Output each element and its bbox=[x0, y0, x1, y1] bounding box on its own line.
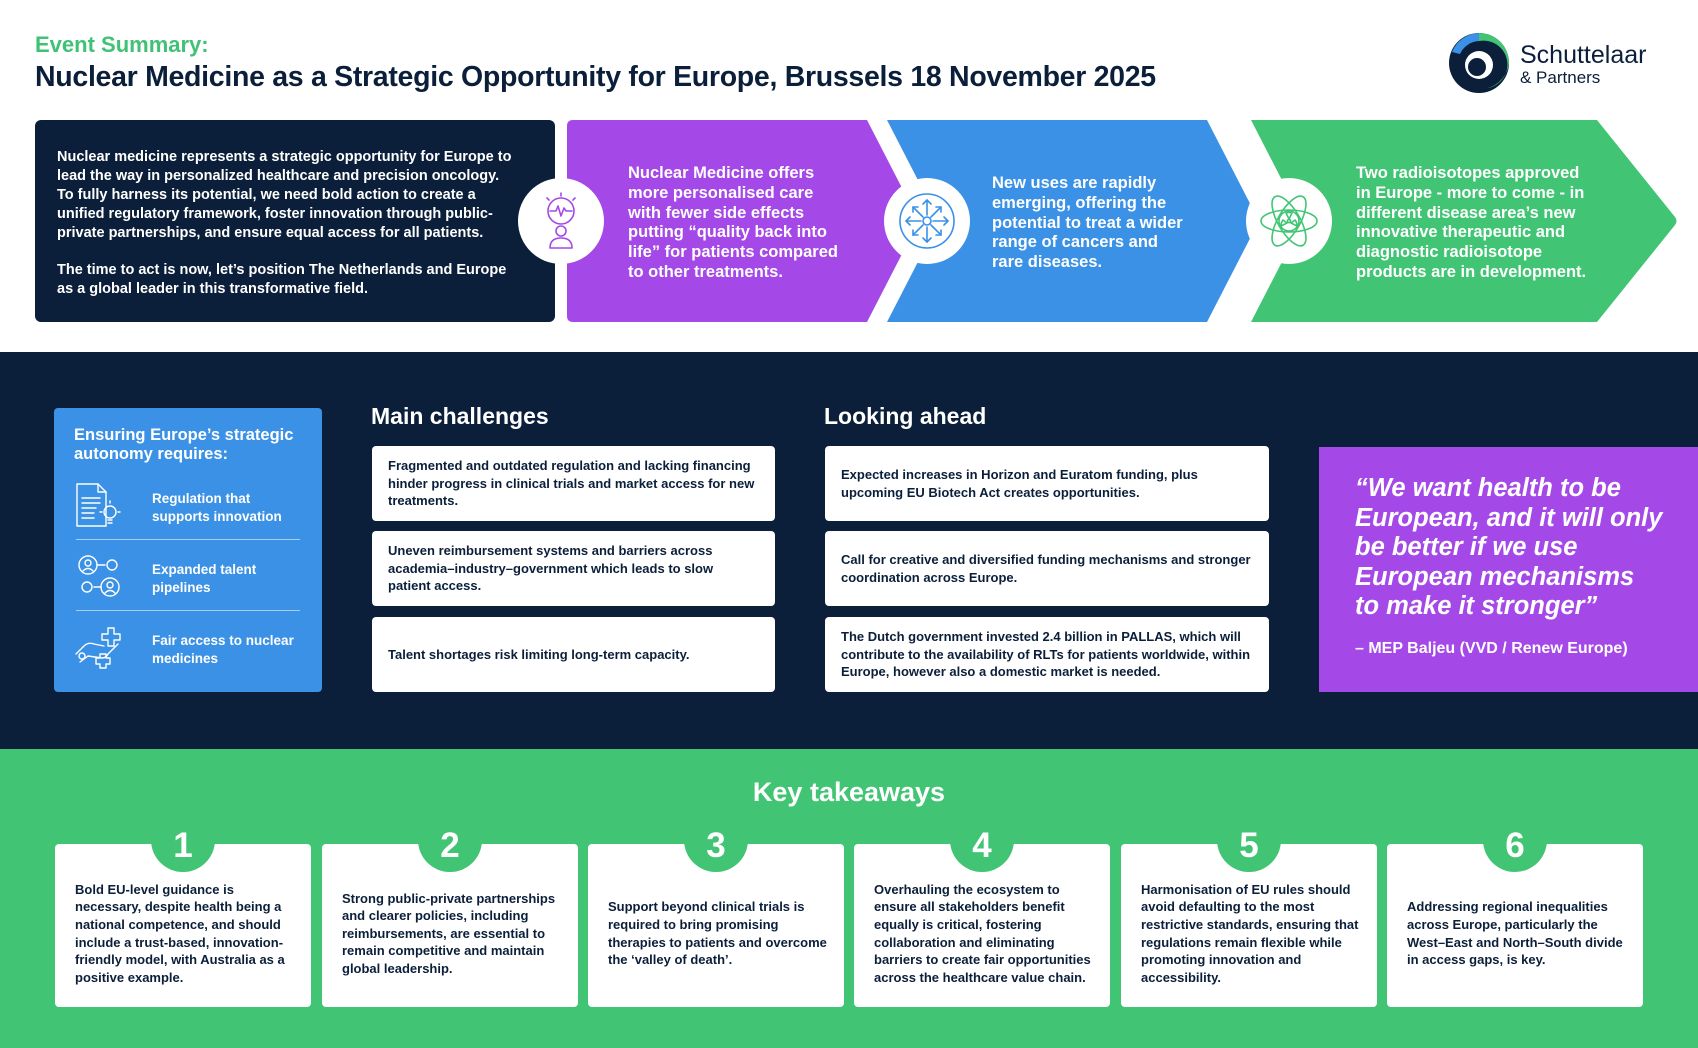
challenge-card: Fragmented and outdated regulation and l… bbox=[372, 446, 775, 521]
expand-arrows-icon bbox=[884, 178, 970, 264]
document-idea-icon bbox=[76, 483, 121, 527]
takeaway-text: Support beyond clinical trials is requir… bbox=[608, 899, 827, 968]
highlight-text: New uses are rapidly emerging, offering … bbox=[992, 174, 1183, 272]
logo-name: Schuttelaar bbox=[1520, 41, 1647, 69]
patient-heartbeat-icon bbox=[518, 178, 604, 264]
page-header: Event Summary: Nuclear Medicine as a Str… bbox=[35, 32, 1156, 94]
divider bbox=[76, 610, 300, 611]
highlight-chevron-uses: New uses are rapidly emerging, offering … bbox=[887, 120, 1259, 322]
company-logo: Schuttelaar & Partners bbox=[1448, 32, 1668, 96]
highlight-chevron-radioisotopes: Two radioisotopes approved in Europe - m… bbox=[1251, 120, 1679, 322]
autonomy-item-label: Regulation that supports innovation bbox=[152, 491, 282, 524]
autonomy-item-label: Fair access to nuclear medicines bbox=[152, 633, 294, 666]
autonomy-panel: Ensuring Europe’s strategic autonomy req… bbox=[54, 408, 322, 692]
takeaway-text: Overhauling the ecosystem to ensure all … bbox=[874, 881, 1091, 985]
takeaway-number: 4 bbox=[950, 820, 1014, 872]
divider bbox=[76, 539, 300, 540]
autonomy-item-label: Expanded talent pipelines bbox=[152, 562, 257, 595]
logo-mark-icon bbox=[1449, 33, 1509, 93]
challenge-card: Uneven reimbursement systems and barrier… bbox=[372, 531, 775, 606]
page-title: Nuclear Medicine as a Strategic Opportun… bbox=[35, 61, 1156, 93]
highlight-text: Nuclear Medicine offers more personalise… bbox=[628, 164, 838, 281]
challenge-card: Talent shortages risk limiting long-term… bbox=[372, 617, 775, 692]
chevron-shape bbox=[887, 120, 1259, 322]
takeaway-number: 3 bbox=[684, 820, 748, 872]
intro-call-to-action: The time to act is now, let’s position T… bbox=[57, 262, 507, 297]
outlook-card: The Dutch government invested 2.4 billio… bbox=[825, 617, 1269, 692]
takeaway-number: 1 bbox=[151, 820, 215, 872]
takeaway-number: 5 bbox=[1217, 820, 1281, 872]
autonomy-item: Fair access to nuclear medicines bbox=[74, 624, 304, 674]
outlook-card: Expected increases in Horizon and Eurato… bbox=[825, 446, 1269, 521]
takeaway-text: Bold EU-level guidance is necessary, des… bbox=[75, 881, 285, 985]
autonomy-item: Regulation that supports innovation bbox=[74, 482, 304, 532]
takeaway-text: Addressing regional inequalities across … bbox=[1407, 899, 1623, 968]
autonomy-item: Expanded talent pipelines bbox=[74, 553, 304, 603]
quote-panel: “We want health to be European, and it w… bbox=[1319, 447, 1698, 692]
eyebrow: Event Summary: bbox=[35, 32, 209, 57]
outlook-card: Call for creative and diversified fundin… bbox=[825, 531, 1269, 606]
takeaway-number: 2 bbox=[418, 820, 482, 872]
intro-paragraph: Nuclear medicine represents a strategic … bbox=[57, 149, 512, 241]
logo-subname: & Partners bbox=[1520, 68, 1601, 87]
quote-text: “We want health to be European, and it w… bbox=[1355, 474, 1663, 620]
takeaway-text: Harmonisation of EU rules should avoid d… bbox=[1141, 881, 1359, 985]
takeaway-number: 6 bbox=[1483, 820, 1547, 872]
quote-source: – MEP Baljeu (VVD / Renew Europe) bbox=[1355, 640, 1628, 657]
intro-panel: Nuclear medicine represents a strategic … bbox=[35, 120, 555, 322]
takeaway-text: Strong public-private partnerships and c… bbox=[342, 890, 556, 976]
highlight-text: Two radioisotopes approved in Europe - m… bbox=[1356, 164, 1587, 281]
challenges-heading: Main challenges bbox=[371, 403, 549, 429]
autonomy-title: Ensuring Europe’s strategic autonomy req… bbox=[74, 426, 294, 463]
highlight-chevron-care: Nuclear Medicine offers more personalise… bbox=[567, 120, 919, 322]
chevron-shape bbox=[1251, 120, 1677, 322]
chevron-shape bbox=[567, 120, 919, 322]
people-network-icon bbox=[78, 555, 120, 597]
looking-ahead-heading: Looking ahead bbox=[824, 403, 987, 429]
takeaways-heading: Key takeaways bbox=[752, 777, 946, 807]
atom-radiation-icon bbox=[1246, 178, 1332, 264]
hand-medical-icon bbox=[75, 627, 121, 669]
